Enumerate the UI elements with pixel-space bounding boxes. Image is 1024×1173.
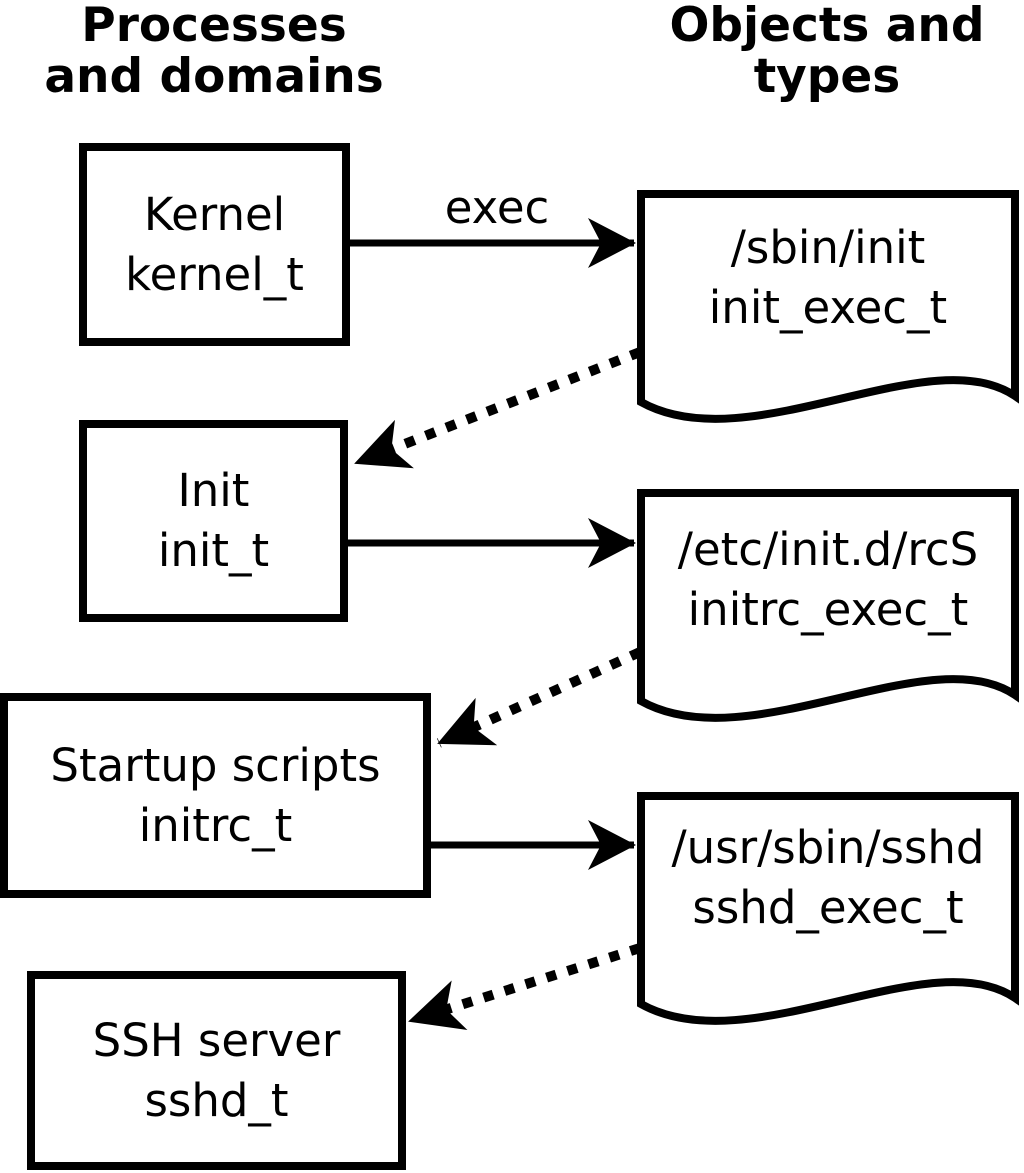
- object-type: sshd_exec_t: [692, 881, 964, 934]
- process-box-sshd: SSH server sshd_t: [27, 971, 406, 1170]
- process-domain-type: kernel_t: [125, 247, 304, 301]
- column-header-processes: Processes and domains: [14, 0, 414, 102]
- column-header-objects: Objects and types: [627, 0, 1024, 102]
- document-shape-init-exec: [637, 190, 1019, 423]
- process-domain-type: initrc_t: [138, 798, 293, 852]
- object-label-sshd-exec: /usr/sbin/sshd sshd_exec_t: [640, 818, 1016, 938]
- object-type: initrc_exec_t: [687, 583, 969, 636]
- process-domain-type: init_t: [157, 524, 270, 577]
- column-header-objects-line2: types: [753, 49, 901, 104]
- object-label-init-exec: /sbin/init init_exec_t: [640, 218, 1016, 338]
- column-header-processes-line1: Processes: [81, 0, 347, 53]
- process-name: Startup scripts: [50, 738, 381, 792]
- process-box-init: Init init_t: [79, 420, 348, 622]
- process-box-initrc: Startup scripts initrc_t: [0, 693, 431, 898]
- process-box-kernel: Kernel kernel_t: [79, 143, 350, 346]
- process-name: Init: [177, 464, 250, 517]
- object-path: /usr/sbin/sshd: [671, 821, 985, 874]
- object-path: /sbin/init: [730, 221, 926, 274]
- column-header-processes-line2: and domains: [44, 49, 384, 104]
- process-domain-type: sshd_t: [144, 1073, 289, 1127]
- object-type: init_exec_t: [708, 281, 948, 334]
- column-header-objects-line1: Objects and: [669, 0, 985, 53]
- process-name: SSH server: [92, 1013, 341, 1067]
- object-label-initrc-exec: /etc/init.d/rcS initrc_exec_t: [640, 520, 1016, 640]
- object-path: /etc/init.d/rcS: [677, 523, 979, 576]
- document-shape-sshd-exec: [637, 792, 1019, 1025]
- exec-edge-label: exec: [444, 181, 550, 234]
- document-shape-initrc-exec: [637, 489, 1019, 722]
- process-name: Kernel: [143, 187, 286, 241]
